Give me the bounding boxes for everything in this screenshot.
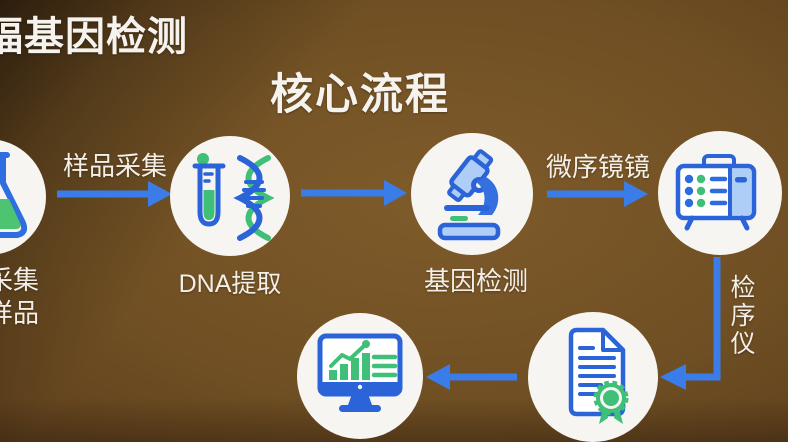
- certificate-icon: [568, 327, 629, 424]
- monitor-chart-icon: [317, 333, 403, 412]
- step-circle-gene-detect: [411, 133, 533, 255]
- test-tube-dna-icon: [192, 153, 274, 241]
- arrow-label-sequencer: 检序仪: [727, 274, 755, 358]
- step-label-collect: 采集 样品: [0, 265, 39, 328]
- arrow-dna-to-detect-icon: [301, 180, 407, 206]
- sequencer-icon: [675, 154, 757, 231]
- arrow-label-sample-collect: 样品采集: [62, 151, 167, 181]
- step-label-gene-detect: 基因检测: [423, 266, 528, 296]
- arrow-sequencer-to-report-icon: [660, 257, 721, 390]
- step-circle-analysis: [297, 313, 423, 439]
- step-circle-dna-extract: [170, 136, 290, 256]
- seal-ribbon-icon: [593, 380, 629, 424]
- step-circle-sequencer: [658, 131, 782, 255]
- arrow-label-micro-sequence: 微序镜镜: [545, 152, 650, 182]
- flask-icon: [0, 152, 28, 238]
- microscope-icon: [437, 149, 501, 241]
- arrow-detect-to-sequencer-icon: [547, 181, 648, 207]
- step-circle-collect: [0, 139, 46, 255]
- section-title: 核心流程: [270, 71, 450, 119]
- step-label-dna-extract: DNA提取: [178, 270, 282, 298]
- step-circle-report: [528, 312, 658, 442]
- arrow-report-to-analysis-icon: [426, 364, 517, 390]
- arrow-sample-collect-icon: [57, 181, 172, 207]
- page-title: 福基因检测: [0, 15, 188, 59]
